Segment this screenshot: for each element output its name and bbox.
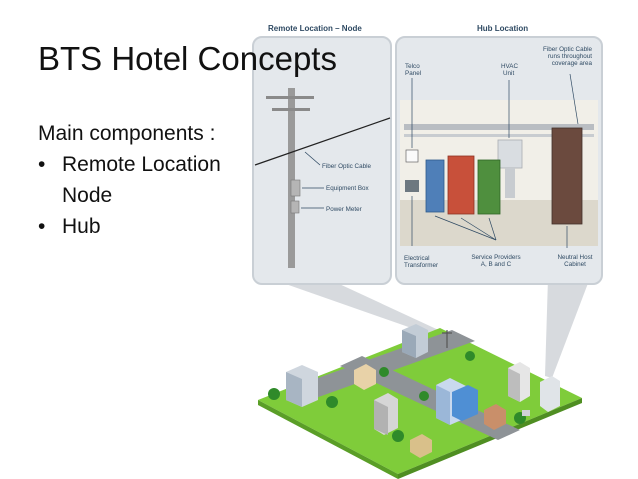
label-transformer: Transformer [404,262,438,269]
label-hvac: HVAC [501,63,518,70]
fiber-leader [304,151,321,166]
hvac-unit [497,139,523,169]
label-equipment-box: Equipment Box [326,185,370,192]
hub-callout-cone [545,278,590,378]
pole-crossarm [266,96,314,99]
slide-body: Main components : • Remote Location Node… [38,118,221,242]
provider-c-leader [488,217,497,241]
city-ground-edge [258,400,398,479]
label-electrical: Electrical [404,255,430,262]
hvac-duct [505,168,515,198]
utility-pole [288,88,295,268]
label-power-meter: Power Meter [326,206,362,213]
label-providers-abc: A, B and C [481,261,512,268]
label-panel: Panel [405,70,421,77]
label-cabinet: Cabinet [564,261,586,268]
intro-text: Main components : [38,122,216,145]
label-service-providers: Service Providers [471,254,520,261]
hub-location-header: Hub Location [477,24,528,33]
bullet-dot: • [38,153,46,176]
bullet-dot: • [38,215,46,238]
provider-a-leader [434,215,497,241]
equipment-box [290,179,301,197]
electrical-transformer [405,180,419,192]
fiber-cable-line [254,117,391,166]
remote-location-header: Remote Location – Node [268,24,362,33]
neutral-host-cabinet [551,127,583,225]
label-telco: Telco [405,63,420,70]
cable-tray [404,124,594,130]
bullet-item-remote-cont: Node [38,180,221,211]
label-fiber-hub-2: runs throughout [548,53,592,60]
power-meter [290,200,300,214]
provider-c-cabinet [477,159,501,215]
provider-b-cabinet [447,155,475,215]
label-neutral-host: Neutral Host [558,254,593,261]
label-unit: Unit [503,70,514,77]
slide-title: BTS Hotel Concepts [38,40,337,77]
bullet-text-hub: Hub [62,215,101,238]
bullet-item-hub: • Hub [38,211,221,242]
cable-tray-2 [404,134,594,137]
label-fiber-optic-cable: Fiber Optic Cable [322,163,371,170]
telco-panel-box [405,149,419,163]
road-a [290,330,475,399]
pole-crossarm-2 [272,108,310,111]
city-buildings [268,324,560,458]
remote-callout-cone [280,282,445,338]
label-fiber-hub-1: Fiber Optic Cable [543,46,592,53]
label-fiber-hub-3: coverage area [552,60,593,67]
city-ground-edge-2 [398,398,582,479]
provider-b-leader [460,217,497,241]
bullet-item-remote: • Remote Location [38,149,221,180]
fiber-hub-leader [569,73,579,125]
bullet-text-remote-line2: Node [62,184,113,207]
provider-a-cabinet [425,159,445,213]
road-b [340,356,520,440]
intro-line: Main components : [38,118,221,149]
bullet-text-remote-line1: Remote Location [62,153,221,176]
